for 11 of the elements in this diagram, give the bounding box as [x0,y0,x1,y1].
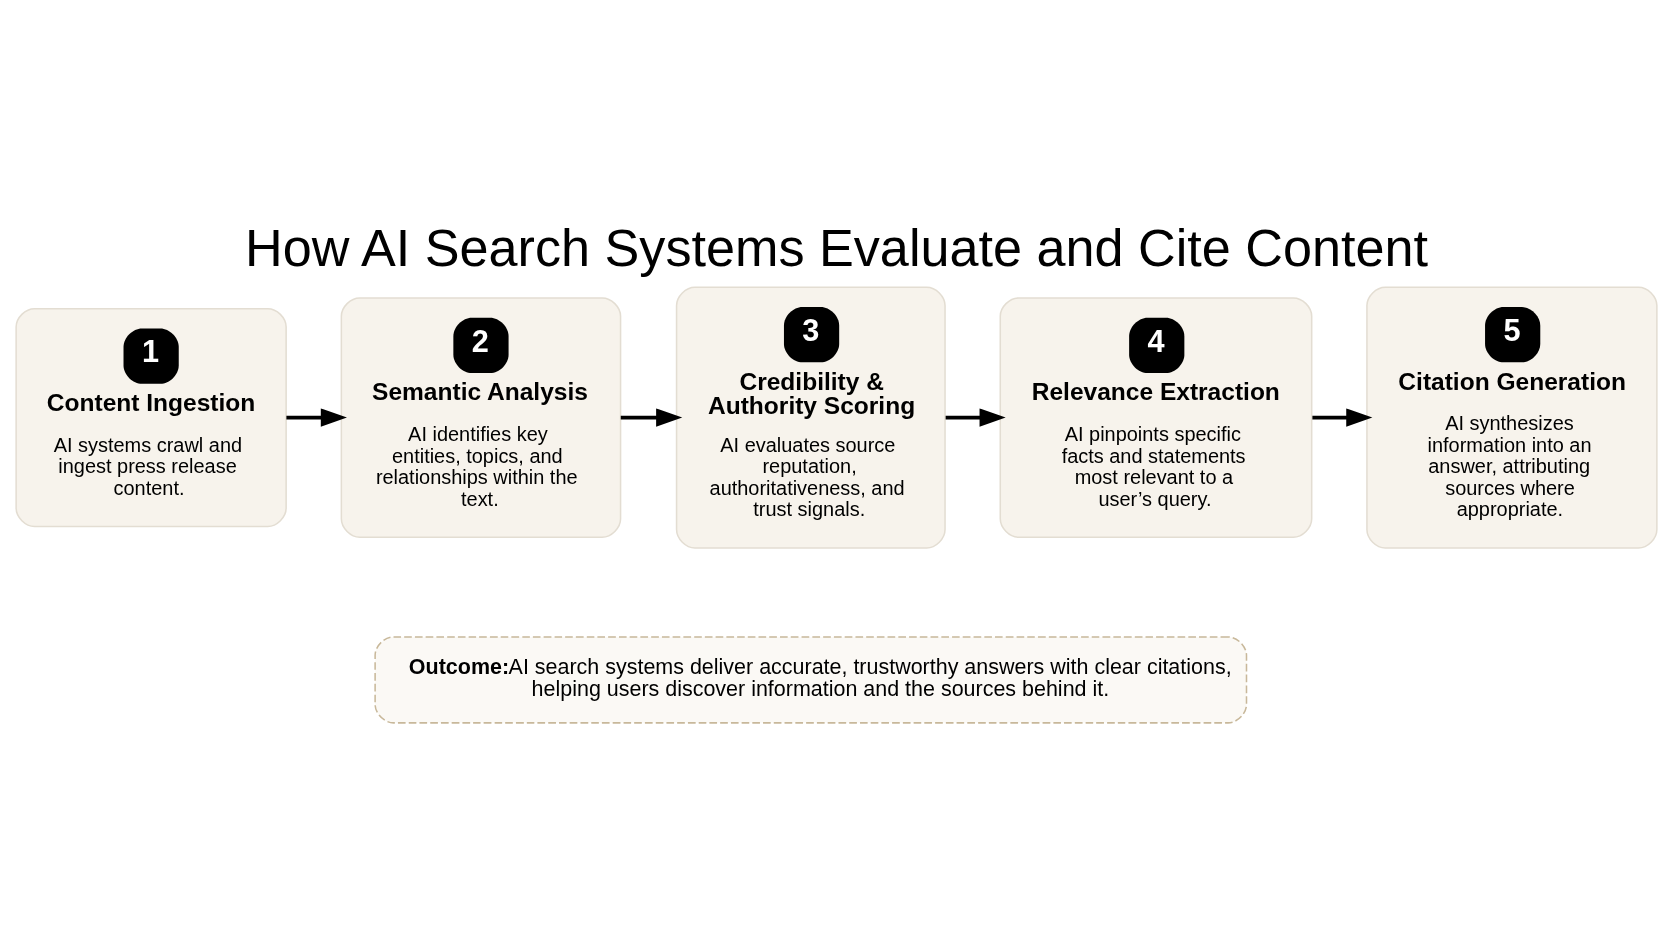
diagram-title: How AI Search Systems Evaluate and Cite Content [244,219,1428,277]
node-box: 3 Credibility & Authority Scoring AI evaluates source reputation, authoritativeness, and trust signals. [675,286,946,549]
node-box: 5 Citation Generation AI synthesizes information into an answer, attributing sources where appropriate. [1365,286,1658,549]
arrow [285,408,347,427]
node-box: 4 Relevance Extraction AI pinpoints specific facts and statements most relevant to a user’s query. [999,297,1312,538]
node-box: 1 Content Ingestion AI systems crawl and ingest press release content. [14,307,287,528]
node-box: 2 Semantic Analysis AI identifies key entities, topics, and relationships within the text. [340,297,621,538]
arrow [945,408,1006,427]
node-box: Outcome:AI search systems deliver accurate, trustworthy answers with clear citations, helping users discover information and the sources behind it. [373,636,1247,724]
arrow [620,408,682,427]
arrow [1311,408,1372,427]
